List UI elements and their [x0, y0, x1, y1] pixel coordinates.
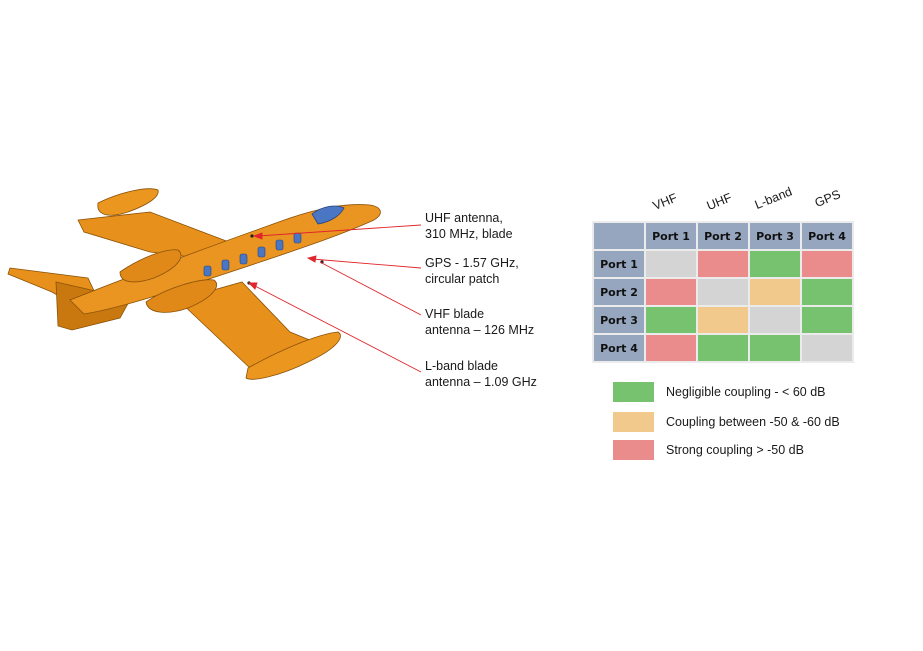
matrix-cell — [698, 335, 748, 361]
uhf-leader-line — [257, 224, 422, 237]
legend-item-medium: Coupling between -50 & -60 dB — [613, 412, 840, 432]
legend-label-medium: Coupling between -50 & -60 dB — [666, 415, 840, 429]
matrix-row-port-1: Port 1 — [594, 251, 852, 277]
gps-antenna-label: GPS - 1.57 GHz, circular patch — [425, 256, 519, 286]
lower-engine — [145, 279, 218, 313]
cabin-window — [221, 259, 230, 271]
matrix-cell — [802, 335, 852, 361]
matrix-cell — [750, 251, 800, 277]
matrix-cell — [802, 251, 852, 277]
legend-swatch-strong — [613, 440, 654, 460]
matrix-corner — [594, 223, 644, 249]
matrix-cell — [646, 251, 696, 277]
cockpit-windshield — [311, 205, 345, 225]
legend-item-strong: Strong coupling > -50 dB — [613, 440, 804, 460]
column-header-port-1: Port 1 — [646, 223, 696, 249]
uhf-antenna-label: UHF antenna, 310 MHz, blade — [425, 211, 513, 241]
row-header-port-3: Port 3 — [594, 307, 644, 333]
legend-swatch-medium — [613, 412, 654, 432]
gps-leader-line — [311, 258, 422, 269]
matrix-cell — [646, 279, 696, 305]
matrix-cell — [698, 307, 748, 333]
gps-leader-arrowhead — [306, 255, 317, 263]
matrix-cell — [802, 279, 852, 305]
l-band-leader-arrowhead — [247, 282, 258, 290]
vhf-antenna-label: VHF blade antenna – 126 MHz — [425, 307, 535, 337]
antenna-markers — [247, 234, 324, 285]
cabin-window — [203, 265, 212, 277]
cabin-window — [275, 239, 284, 251]
legend-label-strong: Strong coupling > -50 dB — [666, 443, 804, 457]
matrix-cell — [750, 307, 800, 333]
l-band-antenna-label: L-band blade antenna – 1.09 GHz — [425, 359, 537, 389]
cabin-window — [239, 253, 248, 265]
matrix-cell — [698, 279, 748, 305]
row-header-port-4: Port 4 — [594, 335, 644, 361]
matrix-header-row: Port 1 Port 2 Port 3 Port 4 — [594, 223, 852, 249]
lower-tip-tank — [245, 331, 341, 380]
matrix-cell — [802, 307, 852, 333]
matrix-row-port-3: Port 3 — [594, 307, 852, 333]
row-header-port-1: Port 1 — [594, 251, 644, 277]
row-header-port-2: Port 2 — [594, 279, 644, 305]
uhf-antenna-marker — [250, 234, 254, 238]
column-header-port-4: Port 4 — [802, 223, 852, 249]
coupling-matrix: Port 1 Port 2 Port 3 Port 4 Port 1 Port … — [592, 221, 854, 363]
cabin-windows — [203, 232, 302, 277]
matrix-cell — [750, 335, 800, 361]
matrix-cell — [646, 335, 696, 361]
matrix-cell — [646, 307, 696, 333]
column-header-port-3: Port 3 — [750, 223, 800, 249]
upper-tip-tank — [97, 188, 159, 216]
cabin-window — [293, 232, 302, 244]
upper-engine — [119, 249, 182, 283]
matrix-row-port-2: Port 2 — [594, 279, 852, 305]
vhf-leader-line — [319, 261, 422, 316]
cabin-window — [257, 246, 266, 258]
legend-item-negligible: Negligible coupling - < 60 dB — [613, 382, 825, 402]
uhf-leader-arrowhead — [252, 232, 263, 240]
matrix-row-port-4: Port 4 — [594, 335, 852, 361]
leader-lines — [247, 224, 422, 373]
matrix-cell — [698, 251, 748, 277]
l-band-leader-line — [252, 284, 422, 373]
column-header-port-2: Port 2 — [698, 223, 748, 249]
legend-label-negligible: Negligible coupling - < 60 dB — [666, 385, 826, 399]
legend-swatch-negligible — [613, 382, 654, 402]
matrix-cell — [750, 279, 800, 305]
